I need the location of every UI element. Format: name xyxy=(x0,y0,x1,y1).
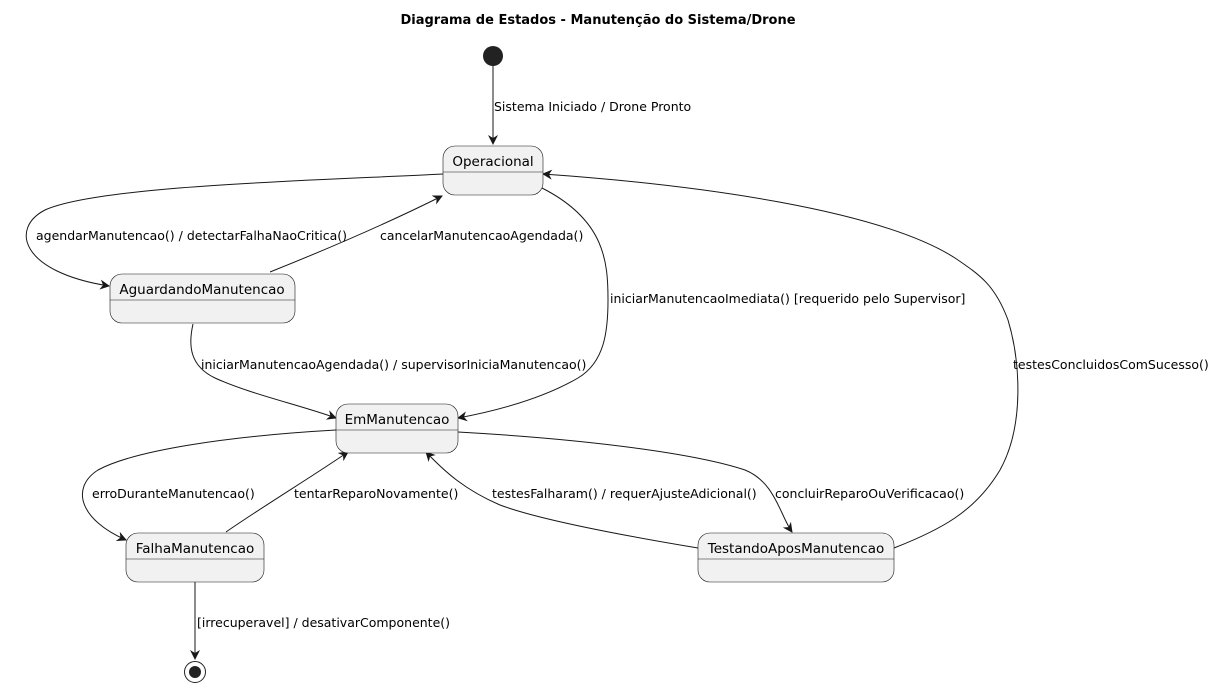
label-falha-to-em-manutencao: tentarReparoNovamente() xyxy=(294,486,458,501)
state-falha-manutencao-label: FalhaManutencao xyxy=(136,541,255,557)
initial-state-node xyxy=(483,46,503,66)
state-operacional-label: Operacional xyxy=(452,154,533,170)
state-aguardando-manutencao: AguardandoManutencao xyxy=(109,273,296,324)
edge-operacional-to-aguardando xyxy=(25,173,444,290)
label-em-manutencao-to-testando: concluirReparoOuVerificacao() xyxy=(775,486,964,501)
state-em-manutencao-label: EmManutencao xyxy=(345,412,450,428)
edge-falha-to-em-manutencao xyxy=(225,451,349,533)
edge-operacional-to-em-manutencao xyxy=(457,187,609,422)
edge-em-manutencao-to-testando xyxy=(457,431,793,533)
label-testando-to-em-manutencao: testesFalharam() / requerAjusteAdicional… xyxy=(492,486,757,501)
edge-testando-to-operacional xyxy=(542,169,1019,549)
edge-aguardando-to-operacional xyxy=(269,195,443,273)
edge-aguardando-to-em-manutencao xyxy=(190,323,337,420)
state-testando-apos-manutencao-label: TestandoAposManutencao xyxy=(707,541,884,557)
label-testando-to-operacional: testesConcluidosComSucesso() xyxy=(1013,357,1209,372)
label-operacional-to-em-manutencao: iniciarManutencaoImediata() [requerido p… xyxy=(610,291,965,306)
state-falha-manutencao: FalhaManutencao xyxy=(125,532,265,583)
edge-em-manutencao-to-falha xyxy=(81,429,337,541)
diagram-title: Diagrama de Estados - Manutenção do Sist… xyxy=(400,13,795,28)
label-aguardando-to-em-manutencao: iniciarManutencaoAgendada() / supervisor… xyxy=(201,357,586,372)
label-em-manutencao-to-falha: erroDuranteManutencao() xyxy=(92,486,255,501)
state-em-manutencao: EmManutencao xyxy=(335,403,459,454)
label-start-to-operacional: Sistema Iniciado / Drone Pronto xyxy=(494,99,691,114)
label-aguardando-to-operacional: cancelarManutencaoAgendada() xyxy=(380,228,583,243)
label-falha-to-end: [irrecuperavel] / desativarComponente() xyxy=(197,615,450,630)
state-aguardando-manutencao-label: AguardandoManutencao xyxy=(119,282,284,298)
final-state-node xyxy=(184,661,206,683)
edge-testando-to-em-manutencao xyxy=(425,451,699,549)
state-operacional: Operacional xyxy=(442,145,544,196)
state-testando-apos-manutencao: TestandoAposManutencao xyxy=(697,532,895,583)
label-operacional-to-aguardando: agendarManutencao() / detectarFalhaNaoCr… xyxy=(36,228,347,243)
